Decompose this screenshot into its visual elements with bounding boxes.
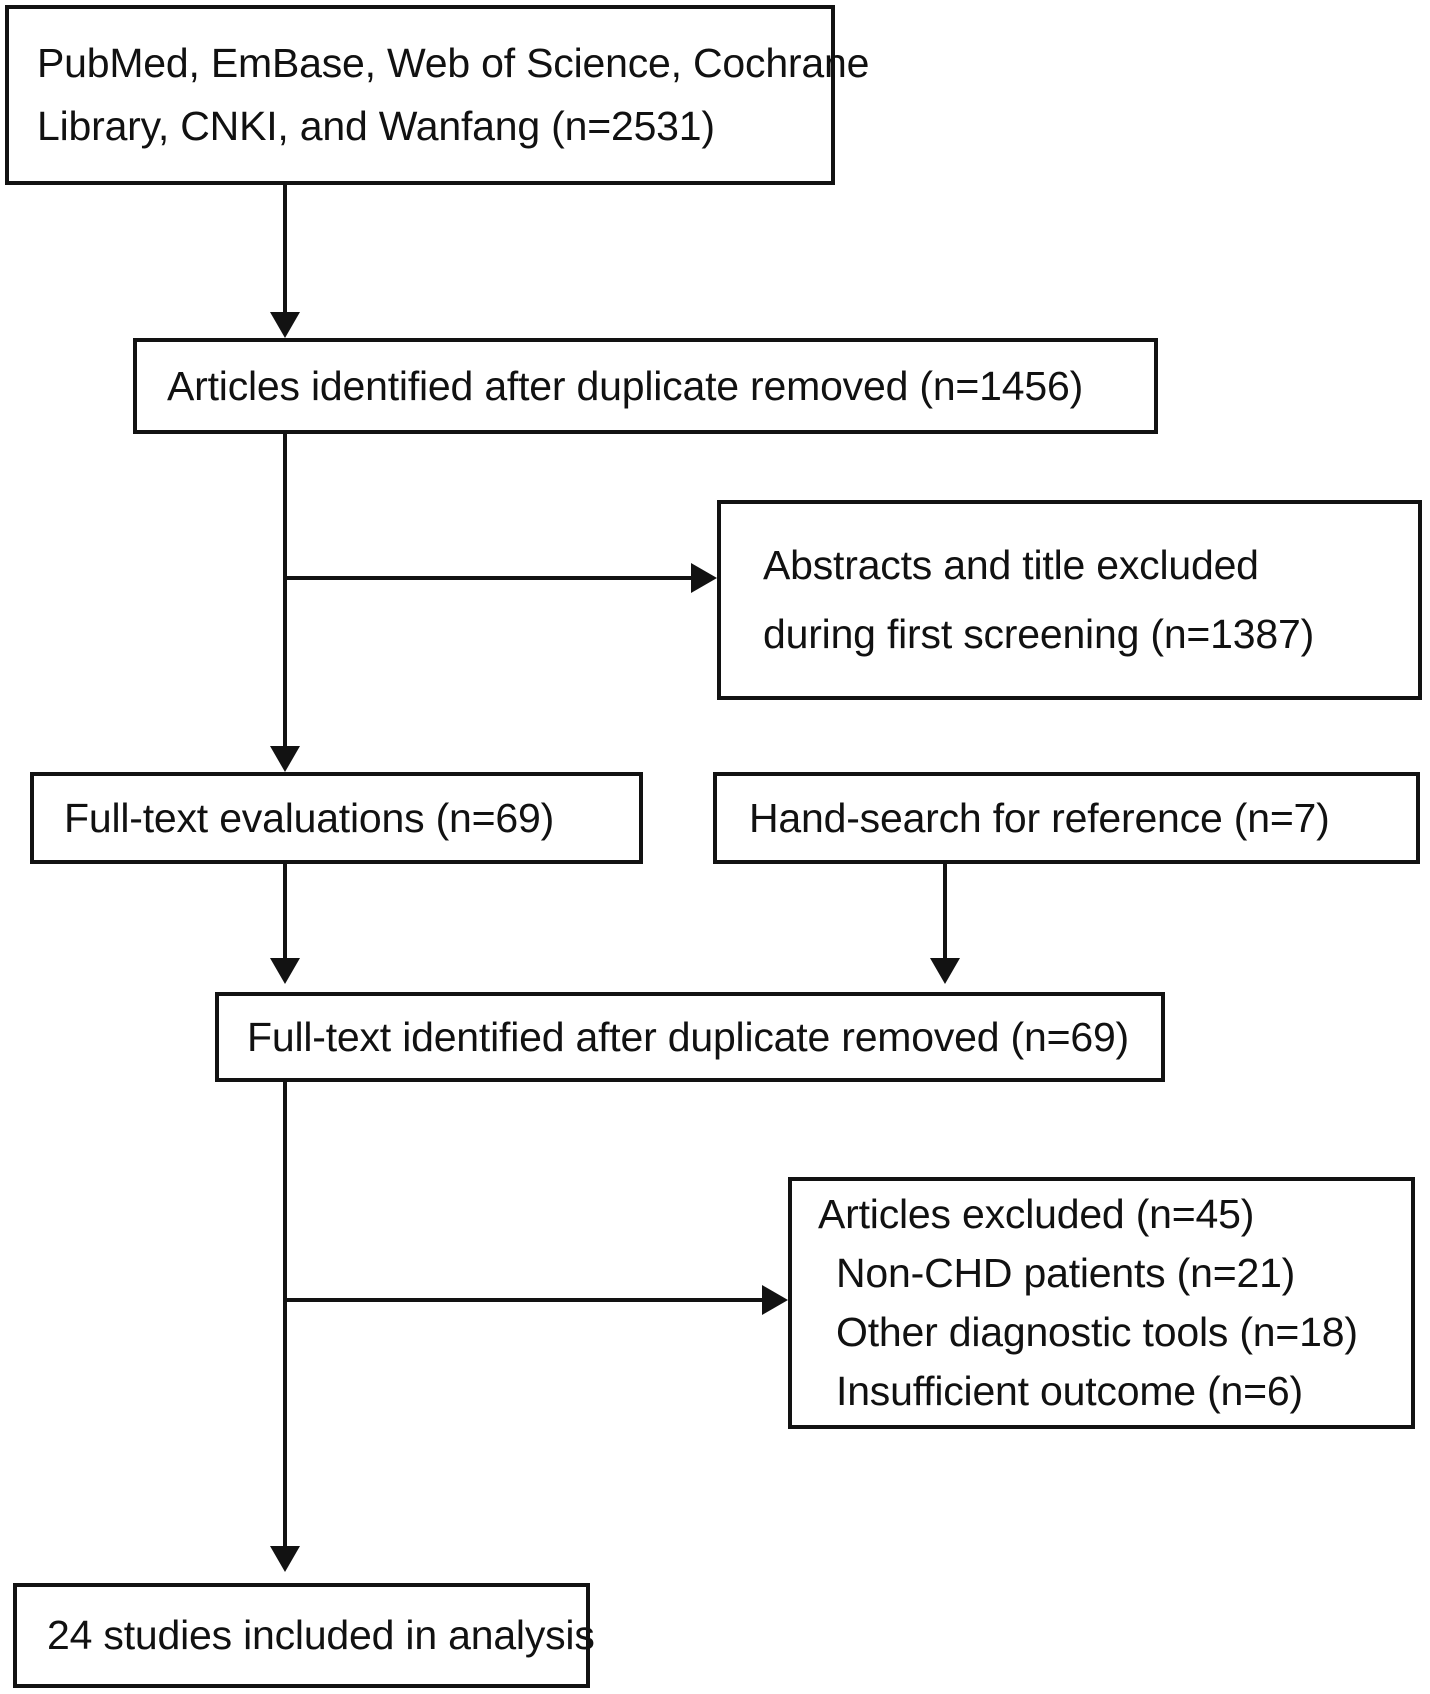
arrowhead-identified-to-fulltext-eval [270,746,300,772]
node-abstracts-excluded: Abstracts and title excluded during firs… [717,500,1422,700]
connector-handsearch-to-fulltext-identified [943,864,947,969]
node-abstracts-excluded-line-2: during first screening (n=1387) [763,611,1315,657]
node-articles-identified-line-1: Articles identified after duplicate remo… [167,362,1084,409]
connector-fulltext-eval-to-identified [283,864,287,969]
node-articles-excluded: Articles excluded (n=45) Non-CHD patient… [788,1177,1415,1429]
node-hand-search: Hand-search for reference (n=7) [713,772,1420,864]
node-articles-excluded-line-3: Other diagnostic tools (n=18) [836,1309,1358,1355]
node-articles-excluded-line-4: Insufficient outcome (n=6) [836,1368,1303,1414]
connector-identified-to-fulltext-eval [283,432,287,760]
arrowhead-fulltext-eval-to-identified [270,958,300,984]
node-sources-line-2: Library, CNKI, and Wanfang (n=2531) [37,103,715,149]
node-fulltext-identified-line-1: Full-text identified after duplicate rem… [247,1013,1130,1060]
node-articles-excluded-line-2: Non-CHD patients (n=21) [836,1250,1296,1296]
node-articles-excluded-line-1: Articles excluded (n=45) [818,1191,1255,1237]
node-sources-line-1: PubMed, EmBase, Web of Science, Cochrane [37,40,870,86]
connector-sources-to-identified [283,185,287,325]
arrowhead-to-abstracts-excluded [691,563,717,593]
node-sources: PubMed, EmBase, Web of Science, Cochrane… [5,5,870,185]
node-fulltext-evaluations: Full-text evaluations (n=69) [30,772,643,864]
connector-fulltext-identified-to-included [283,1082,287,1557]
connector-to-articles-excluded [285,1298,767,1302]
arrowhead-sources-to-identified [270,312,300,338]
node-abstracts-excluded-line-1: Abstracts and title excluded [763,542,1259,588]
arrowhead-fulltext-identified-to-included [270,1546,300,1572]
node-fulltext-identified: Full-text identified after duplicate rem… [215,992,1165,1082]
connector-to-abstracts-excluded [285,576,695,580]
node-studies-included-line-1: 24 studies included in analysis [47,1612,595,1658]
node-hand-search-line-1: Hand-search for reference (n=7) [749,794,1330,841]
node-fulltext-evaluations-line-1: Full-text evaluations (n=69) [64,794,555,841]
arrowhead-to-articles-excluded [762,1285,788,1315]
arrowhead-handsearch-to-fulltext-identified [930,958,960,984]
node-articles-identified: Articles identified after duplicate remo… [133,338,1158,434]
node-studies-included: 24 studies included in analysis [13,1583,595,1688]
